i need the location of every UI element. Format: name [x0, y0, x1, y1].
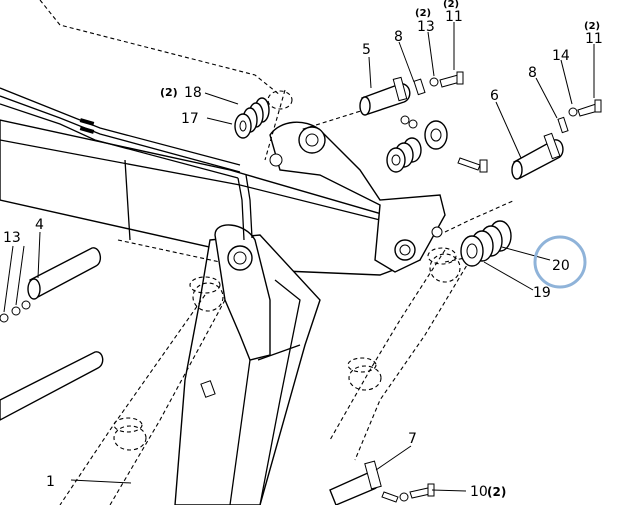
bolt-center	[400, 115, 488, 173]
callout-4: 4	[35, 217, 44, 233]
callout-20: 20	[552, 258, 570, 274]
bolt-set-11b	[557, 99, 602, 134]
pin-left-lower	[0, 351, 104, 421]
callout-11a-qty: (2)	[443, 0, 459, 10]
callout-11a: 11	[445, 9, 463, 25]
callout-8b: 8	[528, 65, 537, 81]
pin-4	[27, 247, 102, 300]
bolt-set-10	[381, 483, 435, 503]
hydraulic-lines	[0, 87, 253, 241]
callout-10-qty: (2)	[487, 485, 506, 499]
callout-13b: 14	[552, 48, 570, 64]
callout-17: 17	[181, 111, 199, 127]
callout-18-qty: (2)	[160, 86, 178, 99]
callout-18: 18	[184, 85, 202, 101]
bushing-center	[386, 120, 448, 173]
spacer-19-20	[460, 220, 512, 267]
callout-10: 10	[470, 484, 488, 500]
pin-5	[359, 76, 411, 116]
callout-14-label: 13	[3, 230, 21, 246]
spacer-17-18	[234, 97, 270, 139]
callout-13a-qty: (2)	[415, 8, 431, 19]
callout-6: 6	[490, 88, 499, 104]
callout-11b: 11	[585, 31, 603, 47]
boom-arm	[0, 119, 421, 505]
callout-8a: 8	[394, 29, 403, 45]
callout-1: 1	[46, 474, 55, 490]
leader-lines	[3, 22, 595, 492]
callout-labels: 5 8 (2) 13 (2) 11 6 8 14 (2) 11 (2) 18 1…	[3, 0, 603, 500]
callout-7: 7	[408, 431, 417, 447]
callout-19: 19	[533, 285, 551, 301]
cylinder-eyes	[113, 90, 461, 451]
highlight-circle-20	[533, 235, 587, 289]
pin-6	[511, 132, 564, 180]
boom-head-bracket	[269, 121, 446, 273]
bolt-set-11a	[413, 71, 464, 96]
callout-5: 5	[362, 42, 371, 58]
pin-7	[329, 460, 382, 505]
bolt-set-14	[0, 300, 31, 323]
callout-11b-qty: (2)	[584, 21, 600, 32]
callout-13a: 13	[417, 19, 435, 35]
